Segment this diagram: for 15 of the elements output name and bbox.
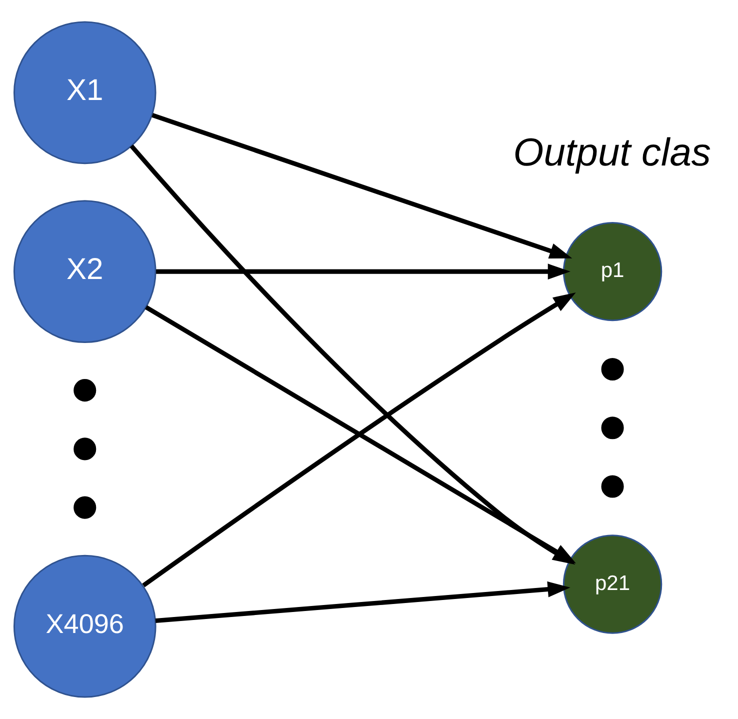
node-circle: p21: [562, 534, 662, 634]
arrow: [152, 113, 572, 258]
node-circle: [601, 475, 624, 498]
node-circle: [74, 438, 96, 460]
node-circle: p1: [562, 222, 662, 322]
node-circle: [601, 358, 624, 381]
node-circle: [601, 416, 624, 440]
label: Output clas: [513, 131, 711, 174]
node-circle: X1: [13, 21, 156, 164]
node-circle: [74, 379, 96, 402]
node-circle: [74, 496, 96, 519]
arrow: [156, 264, 570, 280]
node-circle: X2: [13, 200, 156, 343]
arrow: [155, 581, 570, 624]
node-circle: X4096: [13, 554, 156, 698]
